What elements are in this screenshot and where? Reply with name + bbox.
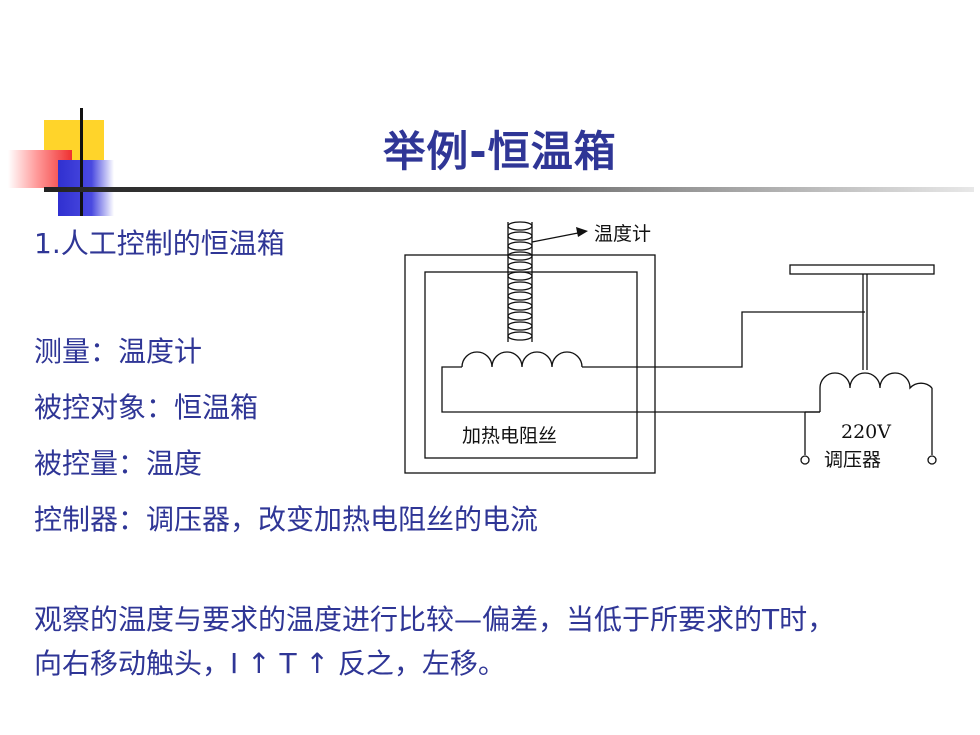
item-object: 被控对象：恒温箱 <box>34 391 259 424</box>
wire-to-slider <box>582 311 865 368</box>
item-controller: 控制器：调压器，改变加热电阻丝的电流 <box>34 503 539 536</box>
terminal-left <box>800 455 810 465</box>
thermometer-pointer <box>531 232 579 243</box>
heater-coil <box>461 351 583 368</box>
thermometer-coil <box>507 221 533 342</box>
arrow-head <box>576 227 588 237</box>
title-underline <box>44 187 974 192</box>
heater-label: 加热电阻丝 <box>462 425 557 447</box>
decor-vertical-line <box>80 108 83 216</box>
slider-bar <box>789 264 935 275</box>
voltage-label: 220V <box>841 421 891 443</box>
section-heading: 1.人工控制的恒温箱 <box>34 227 285 260</box>
oven-outer-box <box>404 254 656 474</box>
terminal-right <box>927 455 937 465</box>
wire-to-regulator <box>441 366 820 413</box>
item-variable: 被控量：温度 <box>34 447 203 480</box>
item-measure: 测量：温度计 <box>34 335 203 368</box>
thermometer-label: 温度计 <box>594 223 651 245</box>
paragraph-line-1: 观察的温度与要求的温度进行比较—偏差，当低于所要求的T时， <box>34 603 836 636</box>
regulator-coil <box>819 372 933 390</box>
oven-inner-box <box>424 271 638 459</box>
regulator-label: 调压器 <box>824 449 881 471</box>
slide-title: 举例-恒温箱 <box>383 127 617 176</box>
paragraph-line-2: 向右移动触头，I ↑ T ↑ 反之，左移。 <box>34 647 506 680</box>
